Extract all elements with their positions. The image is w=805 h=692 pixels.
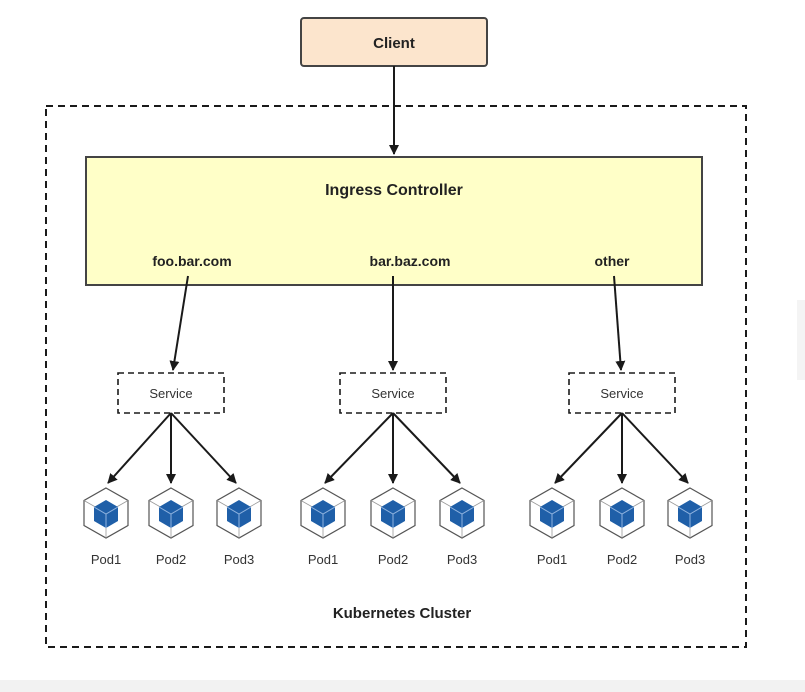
client-node: Client bbox=[300, 17, 488, 67]
service-to-pod-arrow bbox=[621, 412, 689, 484]
cube-icon bbox=[439, 487, 485, 539]
cube-icon bbox=[83, 487, 129, 539]
service-label: Service bbox=[149, 386, 192, 401]
service-to-pod-arrow bbox=[107, 412, 172, 484]
pod-label: Pod2 bbox=[156, 552, 186, 567]
cube-icon bbox=[599, 487, 645, 539]
host-bar-baz-com: bar.baz.com bbox=[370, 253, 451, 269]
service-to-pod-arrow bbox=[324, 412, 394, 484]
service-to-pod-arrow bbox=[554, 412, 623, 484]
pod-label: Pod2 bbox=[378, 552, 408, 567]
pod-node: Pod3 bbox=[216, 487, 262, 567]
cube-icon bbox=[529, 487, 575, 539]
client-label: Client bbox=[373, 35, 415, 52]
service-node-2: Service bbox=[339, 372, 447, 414]
cube-icon bbox=[148, 487, 194, 539]
pod-node: Pod1 bbox=[83, 487, 129, 567]
bottom-band bbox=[0, 680, 805, 692]
pod-node: Pod2 bbox=[599, 487, 645, 567]
cube-icon bbox=[667, 487, 713, 539]
right-edge bbox=[797, 300, 805, 380]
pod-label: Pod1 bbox=[91, 552, 121, 567]
pod-label: Pod3 bbox=[675, 552, 705, 567]
ingress-controller: Ingress Controller foo.bar.com bar.baz.c… bbox=[85, 156, 703, 286]
host-to-service-arrow-1 bbox=[169, 275, 189, 371]
host-other: other bbox=[595, 253, 631, 269]
pod-node: Pod2 bbox=[148, 487, 194, 567]
pod-node: Pod1 bbox=[529, 487, 575, 567]
pod-label: Pod1 bbox=[537, 552, 567, 567]
pod-label: Pod3 bbox=[224, 552, 254, 567]
host-to-service-arrow-3 bbox=[613, 275, 626, 371]
pod-node: Pod3 bbox=[667, 487, 713, 567]
service-node-1: Service bbox=[117, 372, 225, 414]
service-to-pod-arrow bbox=[170, 412, 237, 484]
service-to-pod-arrow bbox=[392, 412, 461, 484]
host-foo-bar-com: foo.bar.com bbox=[152, 253, 231, 269]
cube-icon bbox=[300, 487, 346, 539]
cluster-label: Kubernetes Cluster bbox=[333, 605, 472, 622]
cube-icon bbox=[216, 487, 262, 539]
cluster-boundary bbox=[45, 105, 747, 648]
pod-label: Pod3 bbox=[447, 552, 477, 567]
ingress-title: Ingress Controller bbox=[325, 182, 463, 199]
pod-label: Pod2 bbox=[607, 552, 637, 567]
service-label: Service bbox=[600, 386, 643, 401]
pod-label: Pod1 bbox=[308, 552, 338, 567]
pod-node: Pod3 bbox=[439, 487, 485, 567]
pod-node: Pod1 bbox=[300, 487, 346, 567]
service-node-3: Service bbox=[568, 372, 676, 414]
pod-node: Pod2 bbox=[370, 487, 416, 567]
service-label: Service bbox=[371, 386, 414, 401]
cube-icon bbox=[370, 487, 416, 539]
